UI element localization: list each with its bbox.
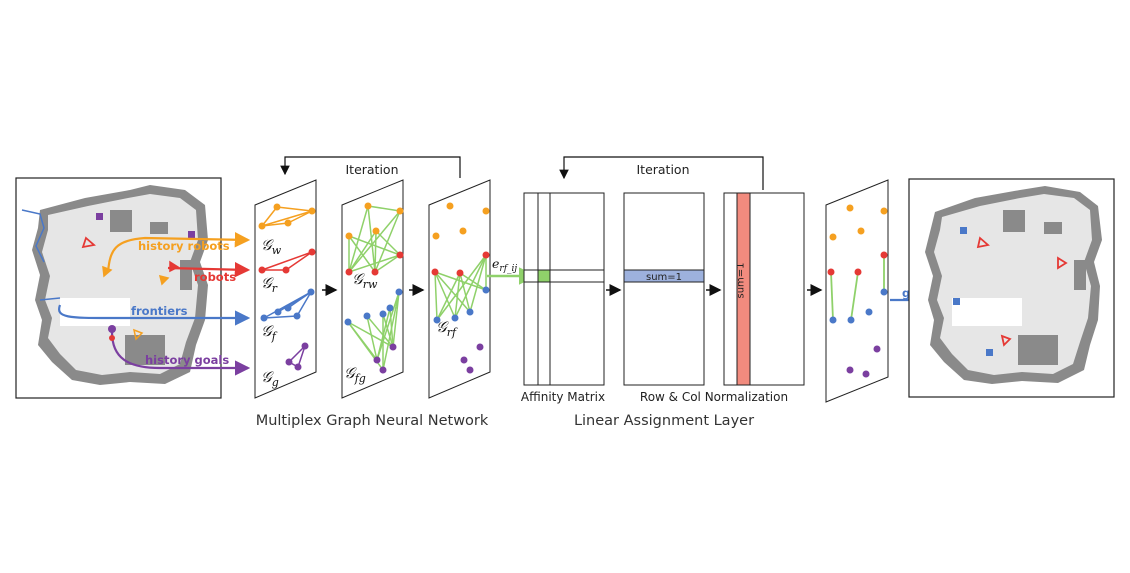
input-map: history robots robots frontiers history … <box>15 177 251 399</box>
robots-arrow <box>167 261 251 278</box>
row-sum-label: sum=1 <box>646 272 682 283</box>
graph-label-gg: 𝒢g <box>261 368 279 389</box>
robot-triangle <box>1057 256 1068 270</box>
col-norm-matrix: sum=1 Row & Col Normalization <box>640 192 805 404</box>
affinity-cell <box>537 269 551 283</box>
output-map <box>908 178 1115 398</box>
output-graph-panel <box>825 179 889 403</box>
graph-panel-3: 𝒢rf <box>428 179 491 399</box>
mgnn-section-title: Multiplex Graph Neural Network <box>256 413 489 429</box>
iteration-loop-2: Iteration <box>559 156 764 190</box>
graph-gg <box>285 342 309 371</box>
goal-marker <box>953 298 960 305</box>
robots-label: robots <box>194 270 236 284</box>
history-robots-arrow <box>106 232 251 273</box>
frontiers-arrow <box>58 304 251 326</box>
robot-triangle <box>81 236 96 249</box>
graph-label-grf: 𝒢rf <box>436 318 458 339</box>
graph-grw <box>345 202 404 276</box>
graph-gr <box>258 248 316 274</box>
map-free-space <box>42 194 198 375</box>
goal-marker <box>960 227 967 234</box>
goal-marker <box>986 349 993 356</box>
iteration-label: Iteration <box>636 162 689 177</box>
affinity-matrix: Affinity Matrix <box>521 192 605 404</box>
iteration-label: Iteration <box>345 162 398 177</box>
graph-gw <box>258 203 316 230</box>
col-sum-label: sum=1 <box>736 262 747 298</box>
graph-label-gw: 𝒢w <box>261 236 282 257</box>
graph-panel-1: 𝒢w 𝒢r 𝒢f 𝒢g <box>254 179 317 399</box>
graph-panel-2: 𝒢rw 𝒢fg <box>341 179 404 399</box>
row-col-norm-label: Row & Col Normalization <box>640 390 788 404</box>
graph-label-gf: 𝒢f <box>261 322 278 343</box>
robot-triangle <box>976 236 990 249</box>
row-sum-bar <box>623 269 705 283</box>
graph-label-gfg: 𝒢fg <box>344 364 366 385</box>
col-sum-bar <box>736 192 751 386</box>
graph-gf <box>260 288 315 322</box>
history-goal-marker <box>96 213 103 220</box>
graph-grf <box>431 202 490 374</box>
history-goal-marker <box>188 231 195 238</box>
iteration-loop-1: Iteration <box>280 156 461 178</box>
graph-label-gr: 𝒢r <box>261 274 278 295</box>
history-goals-label: history goals <box>145 353 229 367</box>
graph-label-grw: 𝒢rw <box>352 270 378 291</box>
graph-gfg <box>344 288 403 374</box>
frontiers-label: frontiers <box>131 304 188 318</box>
edge-label: erf_ij <box>492 256 517 274</box>
frontier-edge-left <box>21 209 45 263</box>
robot-triangle <box>1000 334 1012 347</box>
row-norm-matrix: sum=1 <box>623 192 705 386</box>
affinity-matrix-label: Affinity Matrix <box>521 390 605 404</box>
lal-section-title: Linear Assignment Layer <box>574 413 754 429</box>
history-robots-label: history robots <box>138 239 230 253</box>
